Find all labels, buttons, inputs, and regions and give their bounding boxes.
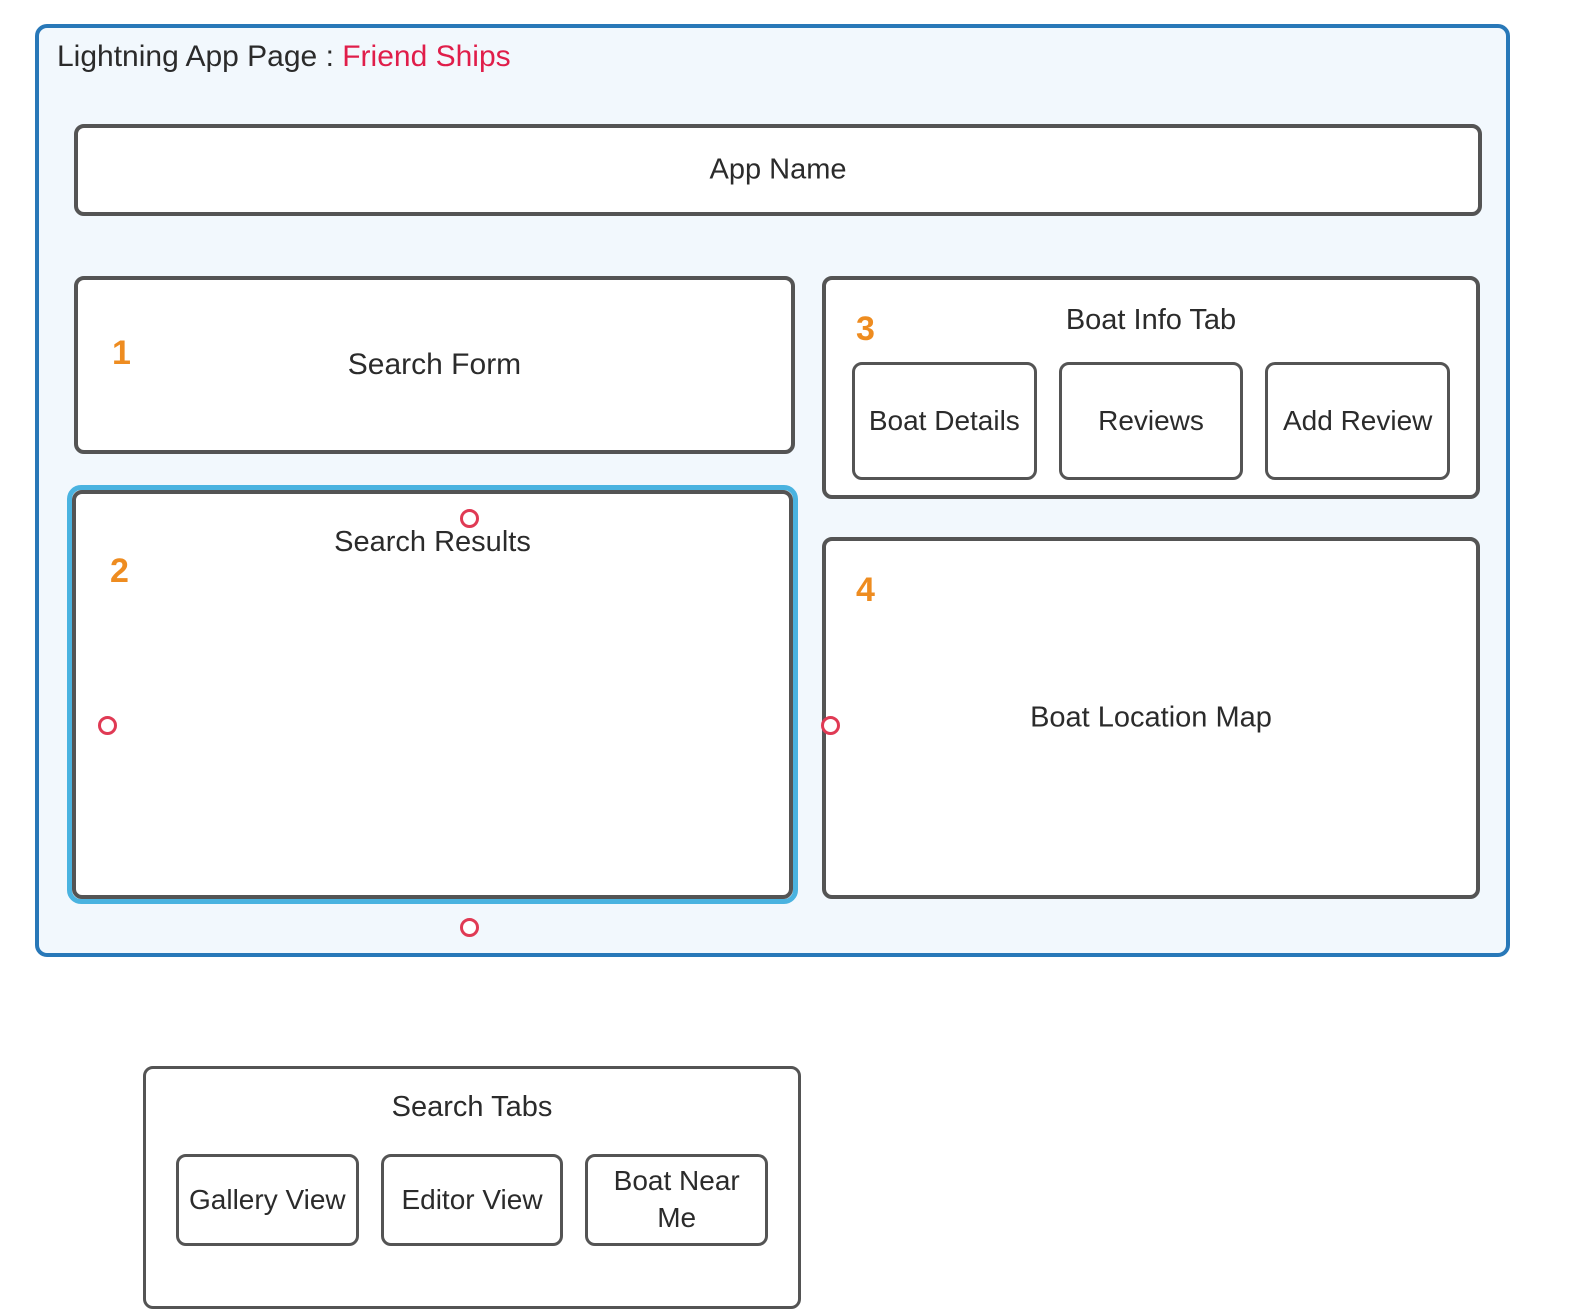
app-name-region[interactable]: App Name [74, 124, 1482, 216]
lightning-app-page-frame: Lightning App Page : Friend Ships App Na… [35, 24, 1510, 1309]
boat-location-map-label: Boat Location Map [1030, 701, 1272, 734]
boat-info-tab-reviews[interactable]: Reviews [1058, 362, 1244, 480]
search-tab-gallery-view[interactable]: Gallery View [176, 1154, 359, 1246]
search-form-label: Search Form [347, 348, 522, 381]
step-number-2: 2 [110, 552, 129, 590]
resize-handle-bottom[interactable] [460, 918, 479, 937]
step-number-1: 1 [112, 334, 131, 372]
search-tabs-region[interactable]: Search Tabs Gallery View Editor View Boa… [143, 1066, 801, 1309]
page-title-prefix: Lightning App Page : [57, 40, 343, 73]
search-tabs-label: Search Tabs [391, 1091, 553, 1123]
page-title: Lightning App Page : Friend Ships [57, 40, 511, 74]
boat-location-map-region[interactable]: 4 Boat Location Map [822, 537, 1480, 899]
search-tabs-button-row: Gallery View Editor View Boat Near Me [176, 1154, 769, 1246]
search-tab-boat-near-me[interactable]: Boat Near Me [585, 1154, 769, 1246]
resize-handle-top[interactable] [460, 509, 479, 528]
boat-info-tab-region[interactable]: 3 Boat Info Tab Boat Details Reviews Add… [822, 276, 1480, 499]
app-name-label: App Name [709, 153, 847, 186]
search-form-region[interactable]: 1 Search Form [74, 276, 795, 454]
resize-handle-right[interactable] [821, 716, 840, 735]
search-results-region[interactable]: Search Results 2 Search Tabs Gallery Vie… [72, 490, 801, 1309]
boat-info-tab-label: Boat Info Tab [1065, 304, 1237, 336]
boat-info-tab-boat-details[interactable]: Boat Details [852, 362, 1037, 480]
page-title-app-name: Friend Ships [342, 40, 511, 73]
search-results-label: Search Results [334, 526, 531, 558]
search-results-selection-outline [67, 485, 798, 904]
boat-info-tab-button-row: Boat Details Reviews Add Review [852, 362, 1451, 480]
step-number-3: 3 [856, 310, 875, 348]
step-number-4: 4 [856, 571, 875, 609]
boat-info-tab-add-review[interactable]: Add Review [1265, 362, 1451, 480]
search-tab-editor-view[interactable]: Editor View [380, 1154, 564, 1246]
resize-handle-left[interactable] [98, 716, 117, 735]
